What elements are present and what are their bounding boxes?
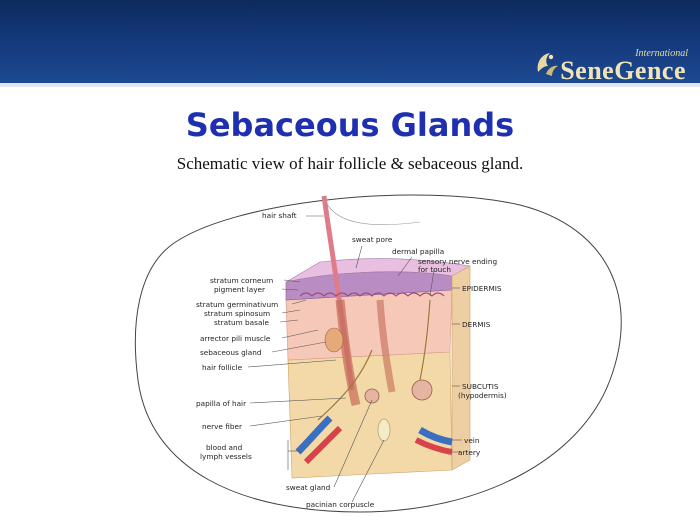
label-artery: artery bbox=[458, 448, 481, 457]
label-sebaceous-gland: sebaceous gland bbox=[200, 348, 262, 357]
hair-follicle-graphic bbox=[335, 299, 361, 407]
label-hair-shaft: hair shaft bbox=[262, 211, 297, 220]
pacinian-corpuscle-graphic bbox=[377, 418, 391, 442]
label-vein: vein bbox=[464, 436, 479, 445]
label-subcutis: SUBCUTIS bbox=[462, 382, 499, 391]
vein-right-graphic bbox=[418, 426, 453, 446]
label-dermis: DERMIS bbox=[462, 320, 491, 329]
slide-title: Sebaceous Glands bbox=[185, 106, 515, 144]
hair-shaft-extension bbox=[323, 195, 421, 225]
sweat-gland-graphic bbox=[411, 379, 433, 401]
banner-divider bbox=[0, 83, 700, 87]
leader-lines bbox=[247, 215, 462, 503]
label-sensory-nerve-line2: for touch bbox=[418, 265, 451, 274]
logo-brand-name: SeneGence bbox=[560, 56, 686, 85]
label-stratum-spinosum: stratum spinosum bbox=[204, 309, 270, 318]
label-sensory-nerve-line1: sensory nerve ending bbox=[418, 257, 497, 266]
label-blood-vessels-line1: blood and bbox=[206, 443, 242, 452]
label-epidermis: EPIDERMIS bbox=[462, 284, 502, 293]
label-dermal-papilla: dermal papilla bbox=[392, 247, 444, 256]
dermis-layer bbox=[285, 289, 453, 361]
dermal-papillae-ridge bbox=[299, 292, 445, 297]
sweat-gland-coil bbox=[364, 388, 380, 404]
label-sweat-pore: sweat pore bbox=[352, 235, 393, 244]
label-hypodermis: (hypodermis) bbox=[458, 391, 507, 400]
skin-side-face bbox=[451, 265, 471, 471]
sebaceous-gland-graphic bbox=[324, 327, 344, 353]
vein-graphic bbox=[295, 415, 333, 455]
label-stratum-basale: stratum basale bbox=[214, 318, 269, 327]
senegence-logo: International SeneGence bbox=[520, 42, 690, 85]
artery-right-graphic bbox=[414, 437, 453, 455]
label-pigment-layer: pigment layer bbox=[214, 285, 265, 294]
label-stratum-germinativum: stratum germinativum bbox=[196, 300, 278, 309]
label-stratum-corneum: stratum corneum bbox=[210, 276, 273, 285]
slide-subtitle: Schematic view of hair follicle & sebace… bbox=[176, 154, 524, 173]
logo-international-text: International bbox=[635, 48, 688, 59]
label-papilla-of-hair: papilla of hair bbox=[196, 399, 246, 408]
artery-graphic bbox=[303, 425, 343, 465]
follicle-right-graphic bbox=[376, 299, 396, 393]
label-hair-follicle: hair follicle bbox=[202, 363, 243, 372]
label-sweat-gland: sweat gland bbox=[286, 483, 330, 492]
header-banner bbox=[0, 0, 700, 85]
sensory-nerve-graphic bbox=[419, 299, 431, 381]
diagram-outline bbox=[134, 194, 622, 513]
label-pacinian-corpuscle: pacinian corpuscle bbox=[306, 500, 375, 509]
label-nerve-fiber: nerve fiber bbox=[202, 422, 242, 431]
label-blood-vessels-line2: lymph vessels bbox=[200, 452, 252, 461]
logo-emblem-icon bbox=[537, 53, 558, 76]
label-arrector-pili: arrector pili muscle bbox=[200, 334, 271, 343]
nerve-fiber-graphic bbox=[317, 349, 373, 421]
